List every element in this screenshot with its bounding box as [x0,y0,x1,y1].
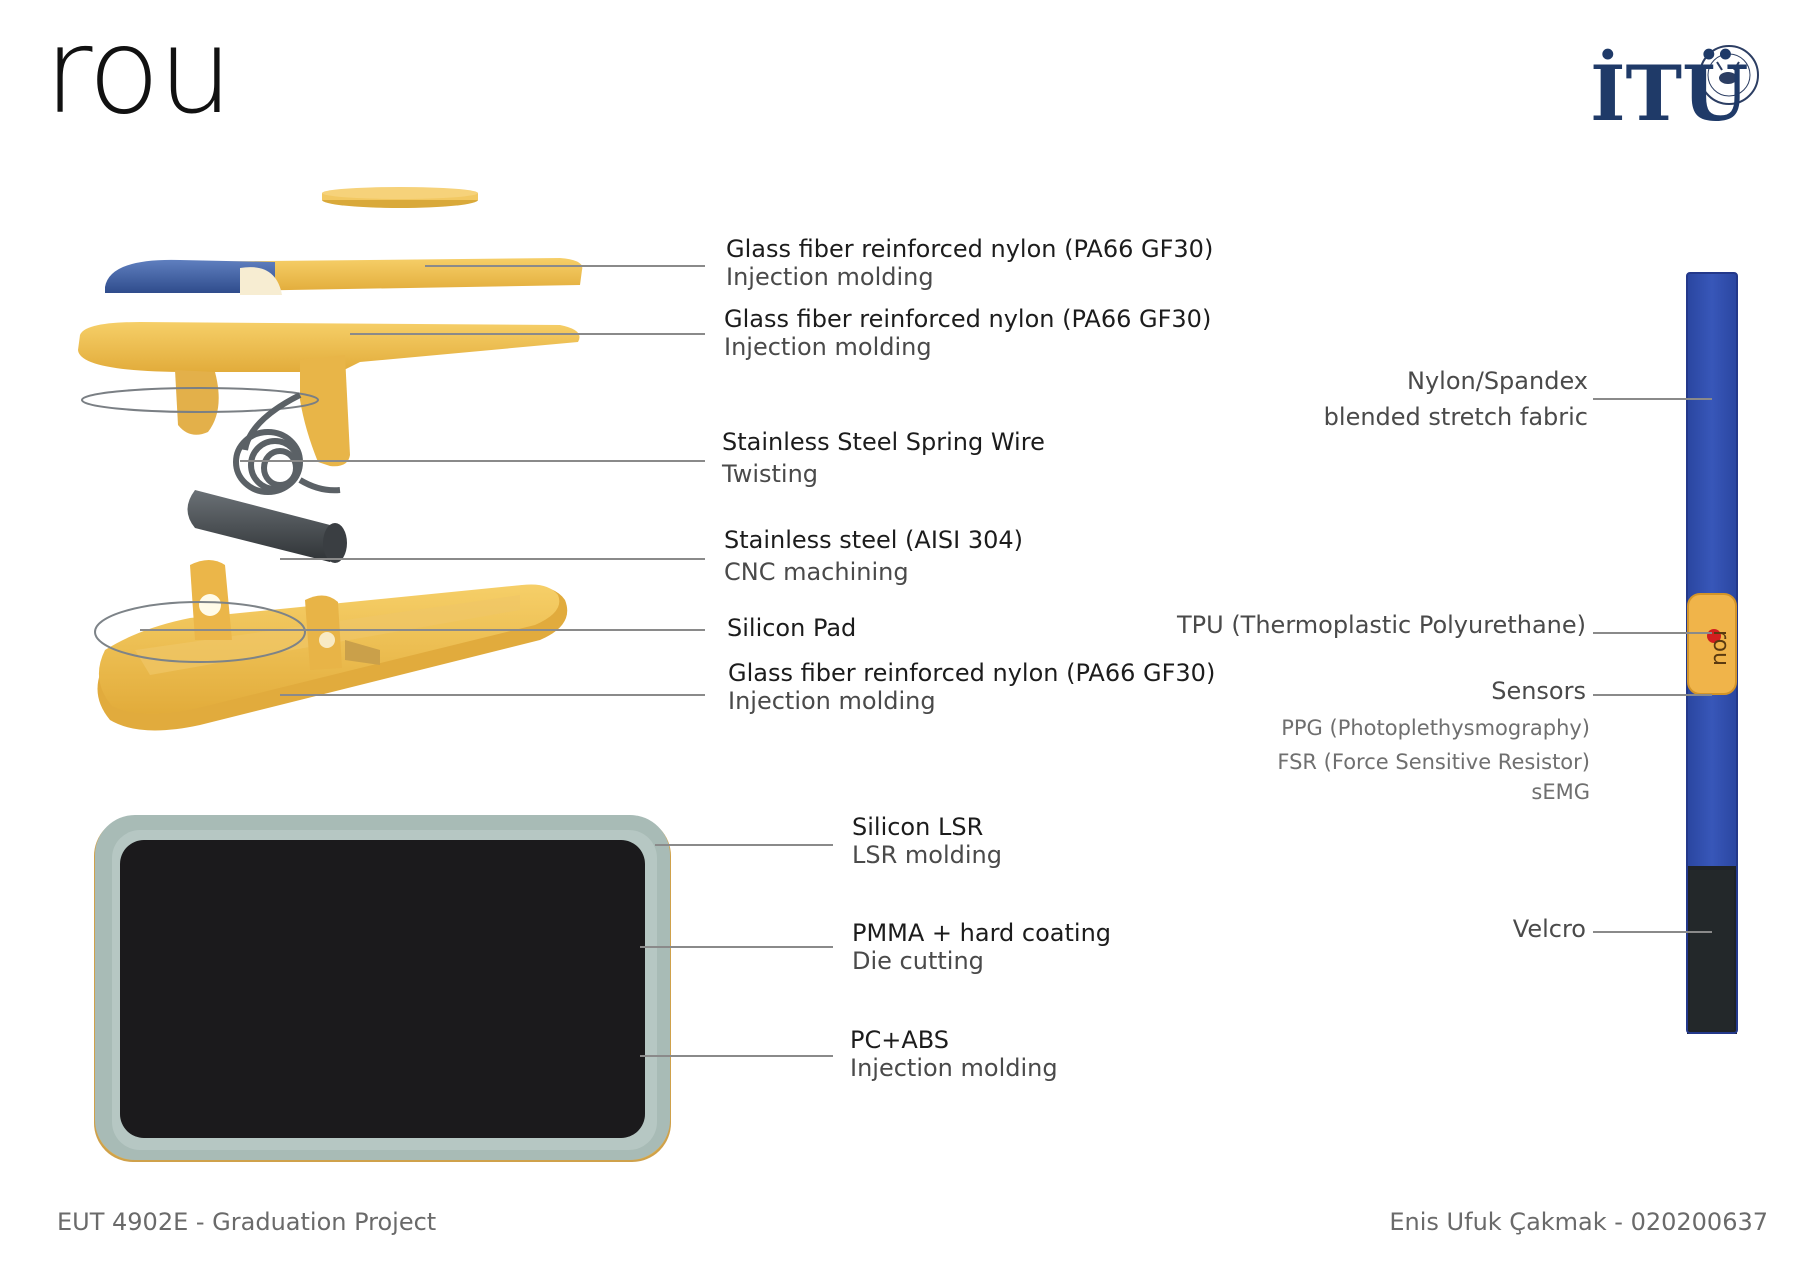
sensor-item-semg: sEMG [1531,780,1590,804]
label-material: Silicon Pad [727,615,856,643]
clip-label-5: Silicon Pad [727,615,856,643]
clip-label-3: Stainless Steel Spring Wire Twisting [722,429,1045,488]
label-material: Silicon LSR [852,814,1002,842]
label-fabric-line2: blended stretch fabric [1324,404,1588,432]
screen-label-2: PMMA + hard coating Die cutting [852,920,1111,975]
clip-label-2: Glass fiber reinforced nylon (PA66 GF30)… [724,306,1211,361]
sensor-item-ppg: PPG (Photoplethysmography) [1281,716,1590,740]
clip-label-6: Glass fiber reinforced nylon (PA66 GF30)… [728,660,1215,715]
label-process: LSR molding [852,842,1002,870]
label-material: Glass fiber reinforced nylon (PA66 GF30) [728,660,1215,688]
label-process: Die cutting [852,948,1111,976]
upper-lid-part [105,258,582,295]
footer-author: Enis Ufuk Çakmak - 020200637 [1389,1208,1768,1236]
sensor-item-fsr: FSR (Force Sensitive Resistor) [1277,750,1590,774]
base-plate-part [95,560,567,730]
screen-label-3: PC+ABS Injection molding [850,1027,1058,1082]
strap-part: rou [1687,273,1737,1034]
screen-label-1: Silicon LSR LSR molding [852,814,1002,869]
label-process: Injection molding [850,1055,1058,1083]
screen-module-part [95,815,670,1161]
brand-logo: rou [44,12,231,130]
strap-velcro-label: Velcro [1513,916,1586,944]
label-process: Injection molding [724,334,1211,362]
strap-sensors-label: Sensors [1491,678,1586,706]
label-process: CNC machining [724,559,1023,587]
label-process: Injection molding [726,264,1213,292]
label-material: Glass fiber reinforced nylon (PA66 GF30) [726,236,1213,264]
strap-tpu-label: TPU (Thermoplastic Polyurethane) [1177,612,1586,640]
clip-label-1: Glass fiber reinforced nylon (PA66 GF30)… [726,236,1213,291]
clip-label-4: Stainless steel (AISI 304) CNC machining [724,527,1023,586]
label-material: PMMA + hard coating [852,920,1111,948]
footer-course: EUT 4902E - Graduation Project [57,1208,436,1236]
label-material: Stainless steel (AISI 304) [724,527,1023,555]
label-material: Glass fiber reinforced nylon (PA66 GF30) [724,306,1211,334]
steel-pin-part [188,490,348,563]
label-fabric-line1: Nylon/Spandex [1324,368,1588,396]
top-disc-part [322,187,478,208]
middle-arm-part [78,322,580,466]
strap-fabric-label: Nylon/Spandex blended stretch fabric [1324,368,1588,431]
label-material: PC+ABS [850,1027,1058,1055]
label-process: Twisting [722,461,1045,489]
label-process: Injection molding [728,688,1215,716]
pod-logo: rou [1708,630,1733,666]
label-material: Stainless Steel Spring Wire [722,429,1045,457]
university-logo: İTÜ [1590,56,1748,132]
